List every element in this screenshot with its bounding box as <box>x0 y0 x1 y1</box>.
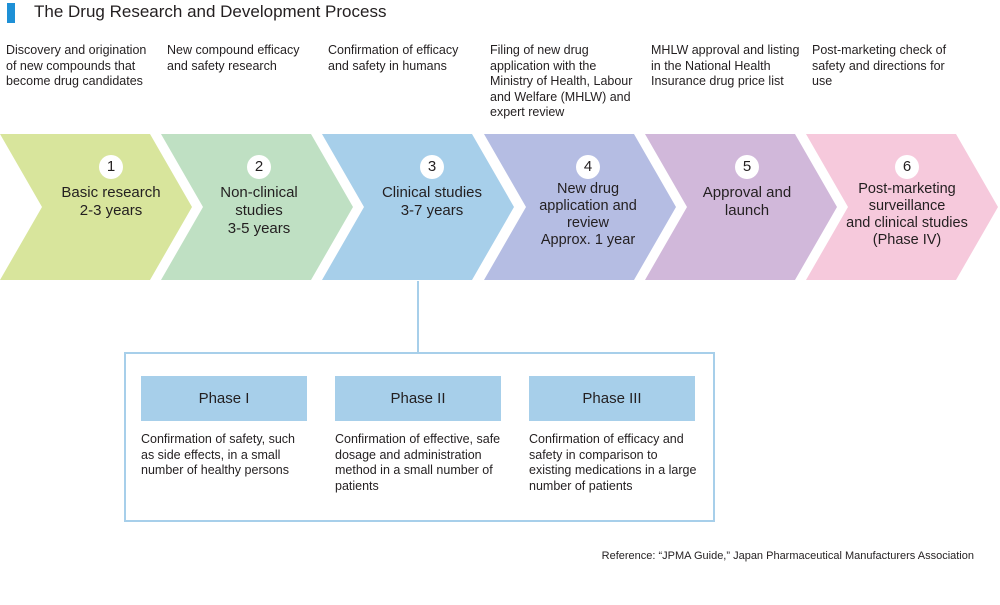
stage-number-4: 4 <box>576 155 600 179</box>
title-accent-bar <box>7 3 15 23</box>
stage-arrow-2 <box>161 134 353 280</box>
phase-2-description: Confirmation of effective, safe dosage a… <box>335 432 501 493</box>
stage-arrow-3 <box>322 134 514 280</box>
stage-description-5: MHLW approval and listing in the Nationa… <box>651 43 800 88</box>
stage-arrow-1 <box>0 134 192 280</box>
stage-3: 3 Clinical studies 3-7 years <box>357 134 507 280</box>
clinical-phases-connector <box>417 281 419 353</box>
reference-note: Reference: “JPMA Guide,” Japan Pharmaceu… <box>601 550 974 562</box>
phase-2-header: Phase II <box>335 376 501 421</box>
stage-description-3: Confirmation of efficacy and safety in h… <box>328 43 459 73</box>
stage-description-6: Post-marketing check of safety and direc… <box>812 43 947 88</box>
stage-label-3: Clinical studies 3-7 years <box>381 184 483 219</box>
stage-description-2: New compound efficacy and safety researc… <box>167 43 300 73</box>
phase-3-description: Confirmation of efficacy and safety in c… <box>529 432 697 493</box>
stage-label-1: Basic research 2-3 years <box>61 184 161 219</box>
stage-label-6: Post-marketing surveillance and clinical… <box>846 181 968 248</box>
stage-number-3: 3 <box>420 155 444 179</box>
stage-number-2: 2 <box>247 155 271 179</box>
stage-number-6: 6 <box>895 155 919 179</box>
stage-description-1: Discovery and origination of new compoun… <box>6 43 147 88</box>
stage-description-4: Filing of new drug application with the … <box>490 43 633 119</box>
stage-number-5: 5 <box>735 155 759 179</box>
stage-arrow-5 <box>645 134 837 280</box>
page-title: The Drug Research and Development Proces… <box>34 2 387 21</box>
stage-5: 5 Approval and launch <box>672 134 822 280</box>
phase-3-header: Phase III <box>529 376 695 421</box>
stage-number-1: 1 <box>99 155 123 179</box>
stage-1: 1 Basic research 2-3 years <box>36 134 186 280</box>
stage-label-4: New drug application and review Approx. … <box>539 181 637 248</box>
stage-arrow-6 <box>806 134 998 280</box>
stage-6: 6 Post-marketing surveillance and clinic… <box>832 134 982 280</box>
stage-label-2: Non-clinical studies 3-5 years <box>220 184 298 237</box>
phase-1-header: Phase I <box>141 376 307 421</box>
phase-1-description: Confirmation of safety, such as side eff… <box>141 432 296 477</box>
stage-2: 2 Non-clinical studies 3-5 years <box>184 134 334 280</box>
stage-4: 4 New drug application and review Approx… <box>513 134 663 280</box>
stage-label-5: Approval and launch <box>702 184 792 219</box>
stage-arrow-4 <box>484 134 676 280</box>
